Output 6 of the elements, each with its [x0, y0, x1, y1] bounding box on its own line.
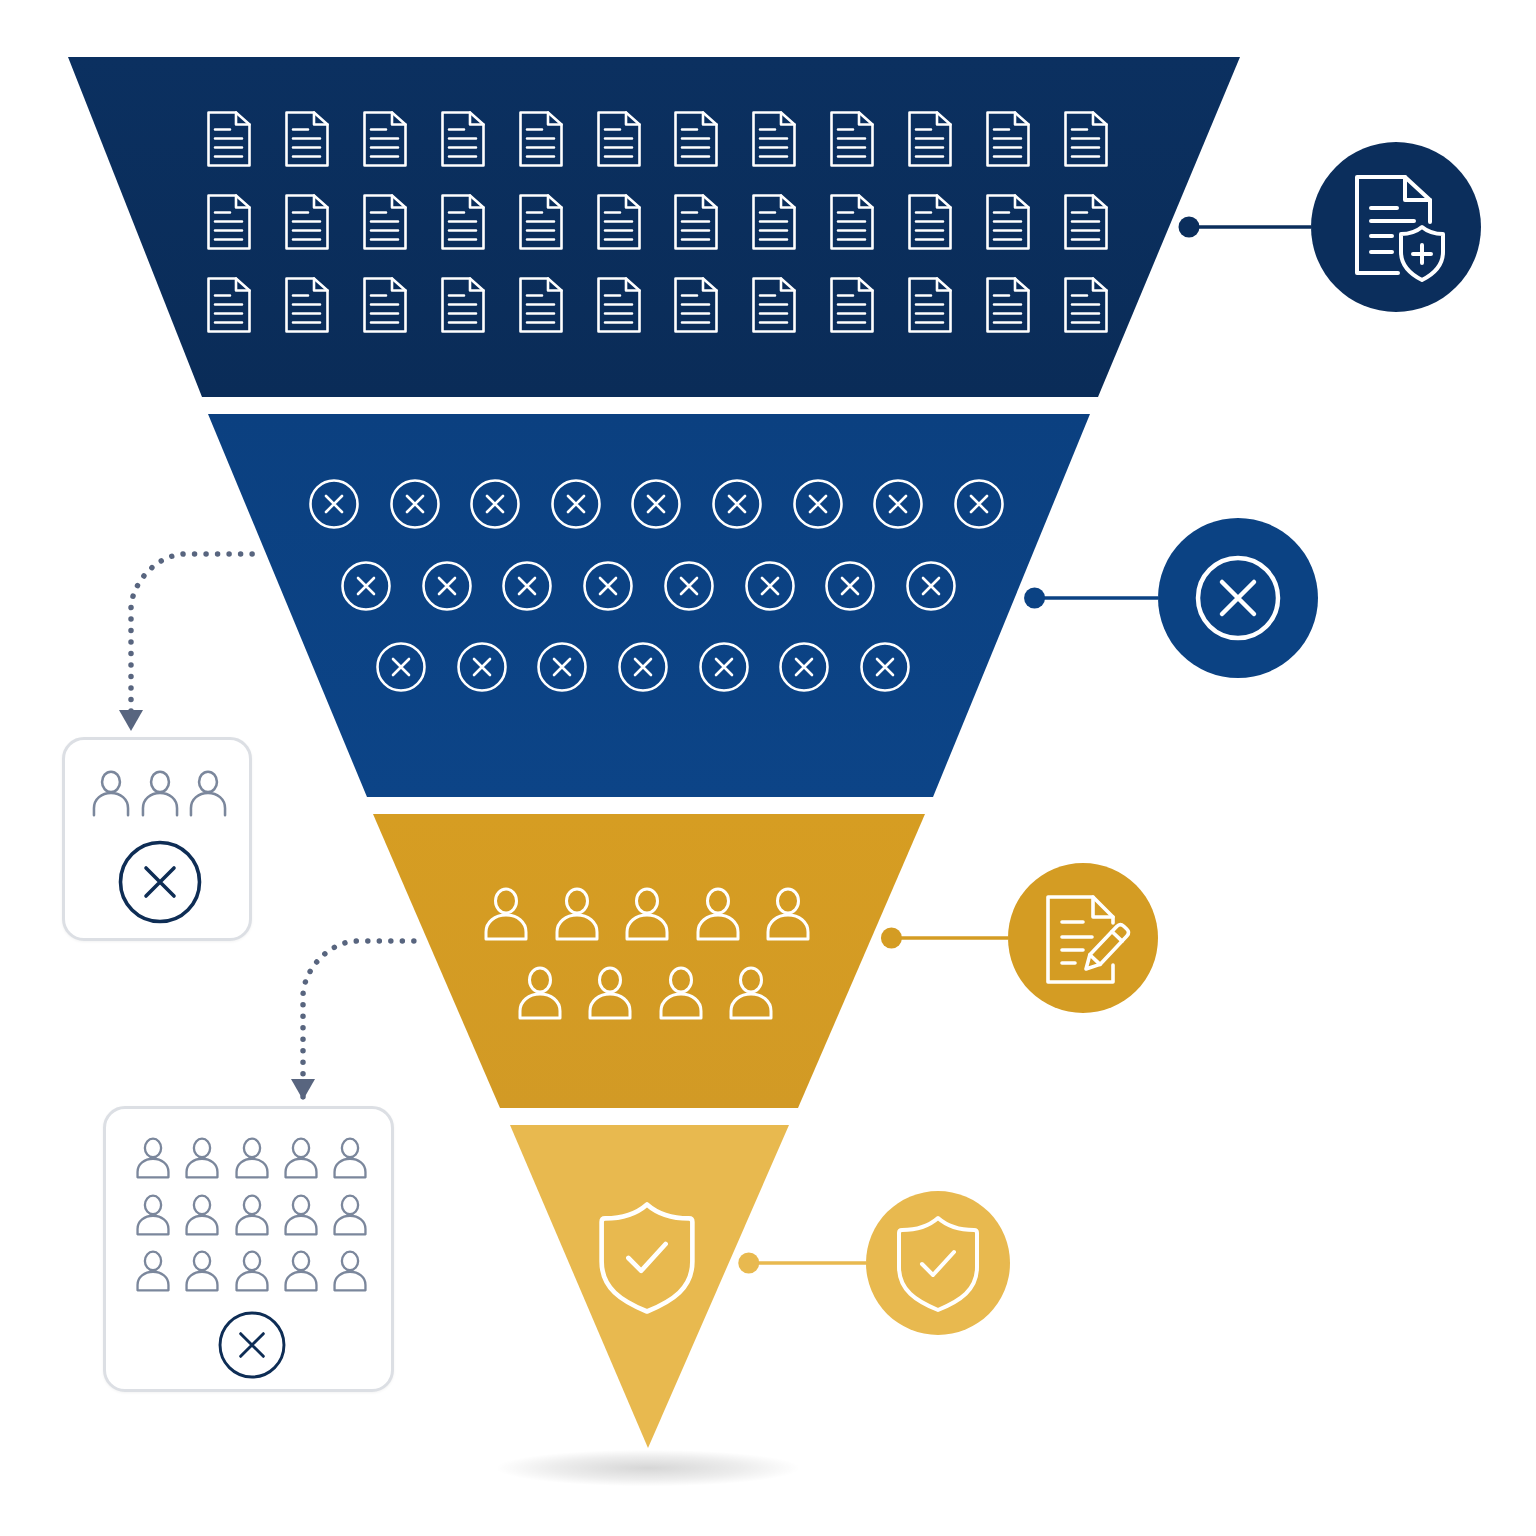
leader-line — [1178, 216, 1311, 238]
leader-line — [1024, 587, 1158, 609]
leader-line — [880, 927, 1008, 949]
leader-line — [738, 1252, 866, 1274]
rounded-panel — [103, 1106, 394, 1392]
rounded-panel — [62, 737, 252, 941]
